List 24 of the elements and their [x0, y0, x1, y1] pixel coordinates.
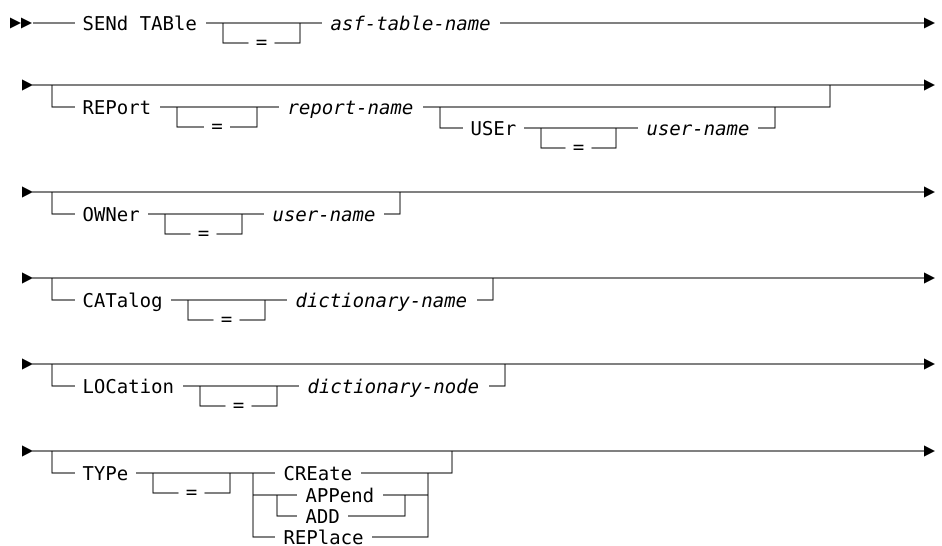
variable-name: dictionary-name	[296, 292, 466, 311]
syntax-keyword: SENd TABle	[84, 15, 196, 30]
variable-name: report-name	[289, 100, 412, 118]
syntax-keyword: TYPe	[82, 466, 128, 480]
syntax-keyword: USEr	[472, 120, 516, 136]
variable-name: user-name	[648, 124, 748, 136]
equals-sign: =	[256, 40, 266, 46]
equals-sign: =	[574, 144, 584, 150]
variable-name: user-name	[274, 210, 374, 222]
syntax-keyword: OWNer	[84, 206, 139, 222]
syntax-keyword: LOCation	[84, 378, 172, 394]
variable-name: dictionary-node	[308, 378, 478, 397]
equals-sign: =	[198, 230, 208, 236]
syntax-keyword: CATalog	[84, 292, 161, 312]
syntax-keyword: REPort	[84, 100, 150, 114]
equals-sign: =	[234, 402, 244, 408]
variable-name: asf-table-name	[331, 15, 490, 30]
syntax-keyword: ADD	[306, 509, 339, 523]
syntax-keyword: CREate	[284, 466, 351, 480]
equals-sign: =	[222, 316, 232, 322]
equals-sign: =	[186, 490, 196, 496]
syntax-keyword: REPlace	[284, 529, 362, 544]
syntax-keyword: APPend	[306, 488, 372, 502]
equals-sign: =	[212, 124, 222, 130]
